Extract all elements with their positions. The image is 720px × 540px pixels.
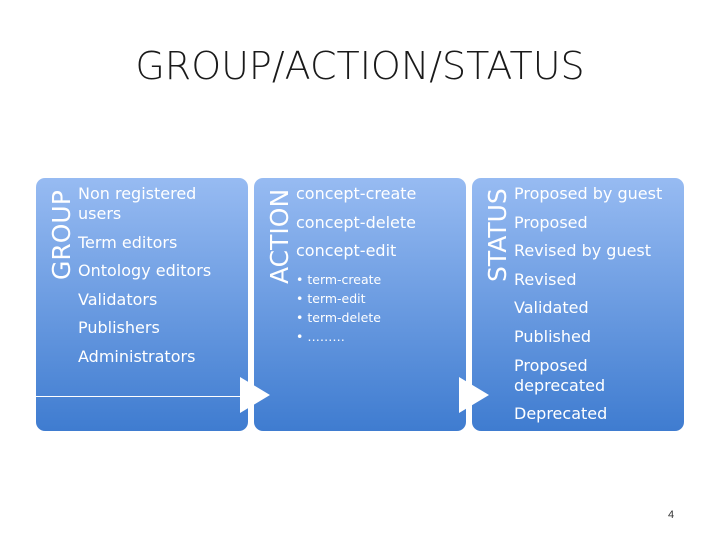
sub-item: • term-delete (296, 309, 381, 325)
action-list: concept-create concept-delete concept-ed… (296, 184, 461, 346)
list-item: Term editors (78, 232, 178, 252)
list-item: concept-delete (296, 212, 416, 232)
list-item: Administrators (78, 346, 196, 366)
list-item: Validators (78, 289, 158, 309)
arrow-right-icon (459, 377, 489, 413)
list-item: concept-edit (296, 241, 397, 261)
slide-title: GROUP/ACTION/STATUS (135, 44, 585, 88)
list-item: Proposed by guest (514, 184, 663, 203)
list-item: Proposed deprecated (514, 355, 606, 395)
action-label: ACTION (265, 188, 294, 284)
status-list: Proposed by guest Proposed Revised by gu… (514, 184, 679, 433)
list-item: Validated (514, 298, 589, 318)
divider-line (36, 396, 240, 397)
status-label: STATUS (483, 188, 512, 282)
list-item: concept-create (296, 184, 417, 203)
list-item: Deprecated (514, 404, 608, 424)
list-item: Proposed (514, 212, 588, 232)
list-item: Ontology editors (78, 261, 212, 281)
status-panel: STATUS Proposed by guest Proposed Revise… (472, 178, 684, 431)
sub-item: • ……… (296, 328, 345, 344)
group-panel: GROUP Non registered users Term editors … (36, 178, 248, 431)
sub-item: • term-edit (296, 290, 366, 306)
group-list: Non registered users Term editors Ontolo… (78, 184, 243, 376)
group-label: GROUP (47, 190, 76, 280)
list-item: Non registered users (78, 184, 197, 223)
action-panel: ACTION concept-create concept-delete con… (254, 178, 466, 431)
arrow-right-icon (240, 377, 270, 413)
page-number: 4 (668, 509, 675, 521)
list-item: Publishers (78, 318, 160, 338)
list-item: Published (514, 326, 592, 346)
list-item: Revised by guest (514, 241, 652, 261)
list-item: Revised (514, 269, 577, 289)
sub-item: • term-create (296, 271, 382, 287)
